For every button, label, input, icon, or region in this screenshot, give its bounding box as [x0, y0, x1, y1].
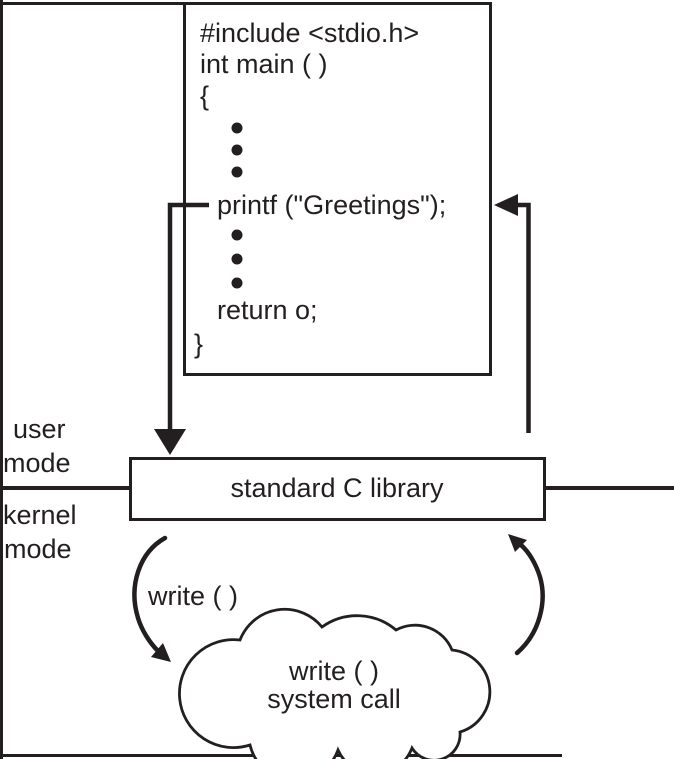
write-call-arrow-label: write ( )	[148, 581, 238, 611]
syscall-return-curved-arrowhead-icon	[508, 534, 527, 552]
printf-to-library-arrow-shaft	[167, 202, 209, 432]
code-line-return: return o;	[217, 295, 318, 325]
system-call-cloud	[178, 607, 492, 759]
code-line-main: int main ( )	[200, 49, 328, 79]
code-ellipsis-dot	[231, 253, 243, 265]
code-ellipsis-dot	[231, 277, 243, 289]
code-ellipsis-dot	[231, 144, 243, 156]
cloud-label-line2: system call	[267, 684, 401, 714]
code-ellipsis-dot	[231, 122, 243, 134]
standard-c-library-box	[129, 457, 546, 521]
printf-to-library-arrowhead-icon	[154, 429, 186, 455]
code-line-include: #include <stdio.h>	[200, 18, 420, 48]
code-line-close-brace: }	[194, 329, 204, 359]
write-call-curved-arrowhead-icon	[151, 643, 171, 662]
write-call-curved-arrow-shaft	[132, 535, 168, 654]
user-mode-label-line2: mode	[3, 448, 71, 478]
kernel-mode-label-line2: mode	[4, 534, 72, 564]
user-mode-label-line1: user	[13, 414, 66, 444]
kernel-mode-label-line1: kernel	[3, 500, 77, 530]
code-line-printf: printf ("Greetings");	[217, 190, 447, 220]
standard-c-library-label: standard C library	[230, 473, 444, 503]
library-return-arrow-shaft	[514, 202, 531, 433]
code-ellipsis-dot	[231, 166, 243, 178]
cloud-label-line1: write ( )	[289, 656, 379, 686]
code-ellipsis-dot	[231, 229, 243, 241]
program-code-box	[183, 2, 492, 376]
syscall-return-curved-arrow-shaft	[514, 542, 545, 656]
library-return-arrowhead-icon	[494, 194, 518, 216]
code-line-open-brace: {	[200, 81, 210, 111]
